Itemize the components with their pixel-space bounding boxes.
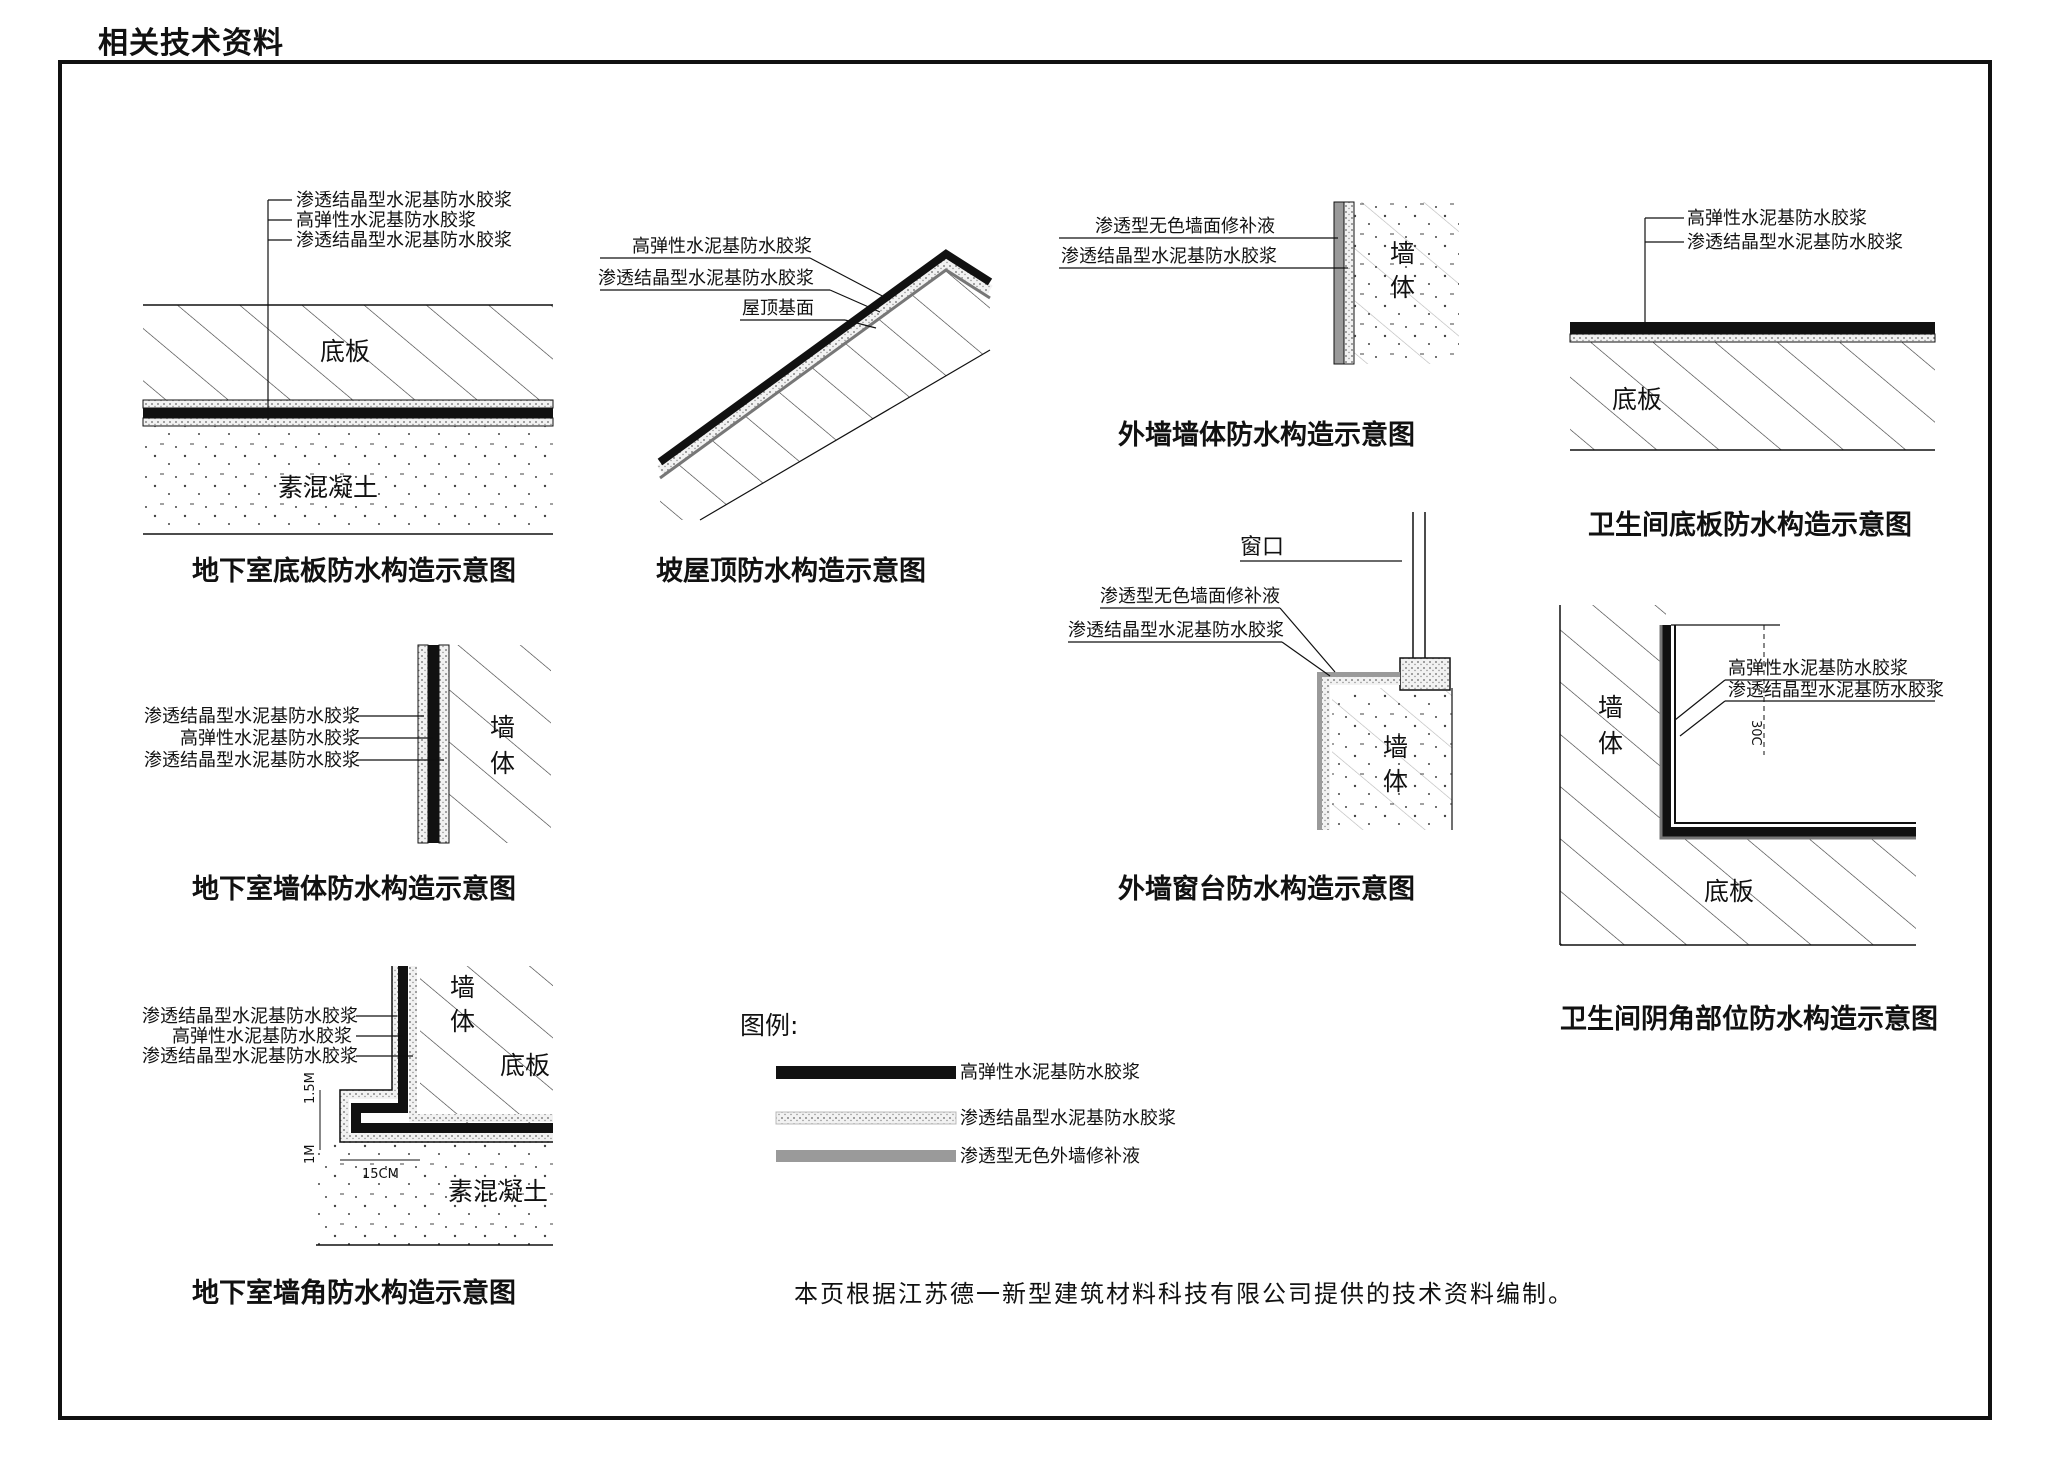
corner-concrete-fill xyxy=(316,1140,553,1245)
legend-label-repair: 渗透型无色外墙修补液 xyxy=(960,1146,1140,1167)
bcn-layer-1-label: 渗透结晶型水泥基防水胶浆 xyxy=(142,1006,358,1027)
bc-caption: 卫生间阴角部位防水构造示意图 xyxy=(1560,1003,1938,1035)
crystalline-layer xyxy=(1569,333,1936,343)
bw-wall-label-1: 墙 xyxy=(490,713,515,742)
bcn-dim-width: 15CM xyxy=(362,1167,399,1182)
legend: 图例: 高弹性水泥基防水胶浆 渗透结晶型水泥基防水胶浆 渗透型无色外墙修补液 xyxy=(740,1011,1176,1167)
bf-slab-label: 底板 xyxy=(320,337,370,366)
corner-floor-hatch xyxy=(1666,838,1916,945)
bc-layer-2-label: 渗透结晶型水泥基防水胶浆 xyxy=(1728,680,1944,701)
bth-slab-label: 底板 xyxy=(1612,385,1662,414)
ew-caption: 外墙墙体防水构造示意图 xyxy=(1118,419,1415,451)
bc-dimension: 30C xyxy=(1748,720,1763,746)
roof-layer-2-label: 渗透结晶型水泥基防水胶浆 xyxy=(598,268,814,289)
ws-wall-label-1: 墙 xyxy=(1383,733,1408,762)
crystalline-layer-inner xyxy=(438,644,450,844)
bw-layer-2-label: 高弹性水泥基防水胶浆 xyxy=(180,728,360,749)
window-frame-block xyxy=(1399,657,1451,691)
basement-wall-diagram: 渗透结晶型水泥基防水胶浆 高弹性水泥基防水胶浆 渗透结晶型水泥基防水胶浆 墙 体… xyxy=(144,644,551,905)
roof-caption: 坡屋顶防水构造示意图 xyxy=(656,555,926,587)
ws-layer-2-label: 渗透结晶型水泥基防水胶浆 xyxy=(1068,620,1284,641)
ew-layer-2-label: 渗透结晶型水泥基防水胶浆 xyxy=(1061,246,1277,267)
bc-wall-label-2: 体 xyxy=(1598,729,1623,758)
legend-label-elastic: 高弹性水泥基防水胶浆 xyxy=(960,1062,1140,1083)
roof-slab-hatch xyxy=(660,255,990,520)
corner-upper-hatch xyxy=(420,966,553,1090)
bcn-wall-label-2: 体 xyxy=(450,1007,475,1036)
drawing-frame xyxy=(58,60,1992,1420)
basement-corner-diagram: 渗透结晶型水泥基防水胶浆 高弹性水泥基防水胶浆 渗透结晶型水泥基防水胶浆 墙 体… xyxy=(142,966,553,1309)
ew-wall-label-1: 墙 xyxy=(1390,239,1415,268)
bcn-dim-small: 1M xyxy=(303,1145,318,1165)
bc-floor-label: 底板 xyxy=(1704,877,1754,906)
page-title: 相关技术资料 xyxy=(98,26,284,61)
plain-concrete-fill xyxy=(143,426,553,534)
wall-body-hatch xyxy=(449,645,551,843)
bcn-floor-label: 底板 xyxy=(500,1051,550,1080)
ws-layer-1-label: 渗透型无色墙面修补液 xyxy=(1100,586,1280,607)
bc-wall-label-1: 墙 xyxy=(1598,693,1623,722)
bcn-dim-height: 1.5M xyxy=(303,1072,318,1104)
elastic-layer xyxy=(1570,322,1935,334)
bcn-wall-label-1: 墙 xyxy=(450,973,475,1002)
legend-swatch-repair xyxy=(776,1150,956,1162)
ws-wall-label-2: 体 xyxy=(1383,767,1408,796)
corner-wall-hatch xyxy=(1560,605,1666,945)
pitched-roof-diagram: 高弹性水泥基防水胶浆 渗透结晶型水泥基防水胶浆 屋顶基面 坡屋顶防水构造示意图 xyxy=(598,236,993,587)
ew-layer-1-label: 渗透型无色墙面修补液 xyxy=(1095,216,1275,237)
source-note: 本页根据江苏德一新型建筑材料科技有限公司提供的技术资料编制。 xyxy=(794,1280,1574,1308)
elastic-layer xyxy=(143,408,553,418)
bw-layer-3-label: 渗透结晶型水泥基防水胶浆 xyxy=(144,750,360,771)
ws-window-label: 窗口 xyxy=(1240,535,1284,560)
bc-layer-1-label: 高弹性水泥基防水胶浆 xyxy=(1728,658,1908,679)
legend-title: 图例: xyxy=(740,1011,798,1040)
bth-layer-2-label: 渗透结晶型水泥基防水胶浆 xyxy=(1687,232,1903,253)
bcn-layer-3-label: 渗透结晶型水泥基防水胶浆 xyxy=(142,1046,358,1067)
bcn-layer-2-label: 高弹性水泥基防水胶浆 xyxy=(172,1026,352,1047)
crystalline-layer-bottom xyxy=(142,417,554,427)
bf-caption: 地下室底板防水构造示意图 xyxy=(192,555,516,587)
ew-wall-label-2: 体 xyxy=(1390,273,1415,302)
roof-base-label: 屋顶基面 xyxy=(742,298,814,319)
crystalline-layer xyxy=(1343,201,1355,365)
bth-layer-1-label: 高弹性水泥基防水胶浆 xyxy=(1687,208,1867,229)
roof-layer-1-label: 高弹性水泥基防水胶浆 xyxy=(632,236,812,257)
bf-layer-2-label: 高弹性水泥基防水胶浆 xyxy=(296,210,476,231)
crystalline-layer-outer xyxy=(417,644,429,844)
bathroom-corner-diagram: 高弹性水泥基防水胶浆 渗透结晶型水泥基防水胶浆 30C 墙 体 底板 卫生间阴角… xyxy=(1559,605,1944,1035)
legend-swatch-crystalline xyxy=(775,1111,957,1125)
floor-slab-hatch xyxy=(1570,342,1935,450)
repair-liquid-layer xyxy=(1333,201,1345,365)
bf-concrete-label: 素混凝土 xyxy=(278,473,378,502)
bw-caption: 地下室墙体防水构造示意图 xyxy=(192,873,516,905)
legend-swatch-elastic xyxy=(776,1066,956,1079)
ws-caption: 外墙窗台防水构造示意图 xyxy=(1118,873,1415,905)
bth-caption: 卫生间底板防水构造示意图 xyxy=(1588,509,1912,541)
crystalline-layer-top xyxy=(142,399,554,409)
bf-layer-3-label: 渗透结晶型水泥基防水胶浆 xyxy=(296,230,512,251)
bf-layer-1-label: 渗透结晶型水泥基防水胶浆 xyxy=(296,190,512,211)
bathroom-floor-diagram: 高弹性水泥基防水胶浆 渗透结晶型水泥基防水胶浆 底板 卫生间底板防水构造示意图 xyxy=(1569,208,1936,541)
bw-wall-label-2: 体 xyxy=(490,749,515,778)
basement-floor-diagram: 渗透结晶型水泥基防水胶浆 高弹性水泥基防水胶浆 渗透结晶型水泥基防水胶浆 底板 … xyxy=(142,190,554,587)
bw-layer-1-label: 渗透结晶型水泥基防水胶浆 xyxy=(144,706,360,727)
elastic-layer xyxy=(428,645,439,843)
exterior-wall-diagram: 渗透型无色墙面修补液 渗透结晶型水泥基防水胶浆 墙 体 外墙墙体防水构造示意图 xyxy=(1059,201,1459,451)
bcn-concrete-label: 素混凝土 xyxy=(448,1177,548,1206)
floor-slab-hatch xyxy=(143,305,553,400)
bcn-caption: 地下室墙角防水构造示意图 xyxy=(192,1277,516,1309)
legend-label-crystalline: 渗透结晶型水泥基防水胶浆 xyxy=(960,1108,1176,1129)
window-sill-diagram: 窗口 渗透型无色墙面修补液 渗透结晶型水泥基防水胶浆 墙 体 外墙窗台防水构造示… xyxy=(1068,512,1453,905)
